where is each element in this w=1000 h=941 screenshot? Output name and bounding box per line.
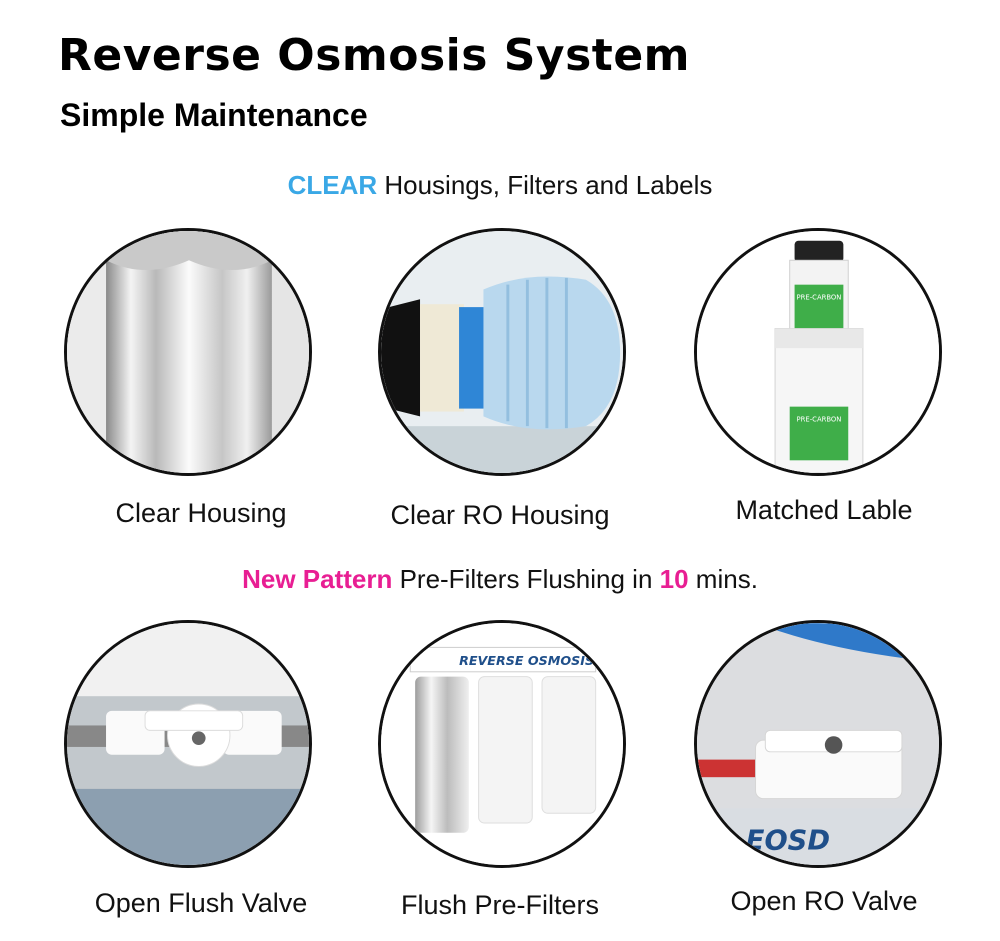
caption-open-ro-valve: Open RO Valve: [730, 886, 918, 916]
matched-label-image: PRE-CARBON PRE-CARBON: [694, 228, 942, 476]
open-flush-valve-image: [64, 620, 312, 868]
page-subtitle: Simple Maintenance: [60, 97, 368, 133]
section-highlight-new-pattern: New Pattern: [242, 564, 393, 594]
caption-clear-ro-housing: Clear RO Housing: [390, 500, 610, 530]
section-heading-text-a: Pre-Filters Flushing in: [392, 564, 660, 594]
caption-open-flush-valve: Open Flush Valve: [94, 888, 308, 918]
clear-housing-image: [64, 228, 312, 476]
cartridge-label-text: PRE-CARBON: [797, 293, 842, 301]
section-highlight-clear: CLEAR: [287, 170, 378, 200]
section-heading-clear: CLEAR Housings, Filters and Labels: [0, 170, 1000, 201]
brand-banner-text: REVERSE OSMOSIS: [459, 653, 594, 668]
section-highlight-number: 10: [659, 564, 689, 594]
flush-pre-filters-image: REVERSE OSMOSIS: [378, 620, 626, 868]
page-title: Reverse Osmosis System: [58, 30, 691, 81]
caption-clear-housing: Clear Housing: [115, 498, 287, 528]
clear-ro-housing-image: [378, 228, 626, 476]
housing-label-text: PRE-CARBON: [797, 415, 842, 423]
section-heading-new-pattern: New Pattern Pre-Filters Flushing in 10 m…: [0, 564, 1000, 595]
section-heading-text-b: mins.: [688, 564, 758, 594]
caption-flush-pre-filters: Flush Pre-Filters: [400, 890, 600, 920]
open-ro-valve-image: EOSD: [694, 620, 942, 868]
section-heading-text: Housings, Filters and Labels: [377, 170, 713, 200]
caption-matched-label: Matched Lable: [735, 495, 913, 525]
base-lettering-text: EOSD: [746, 825, 830, 856]
